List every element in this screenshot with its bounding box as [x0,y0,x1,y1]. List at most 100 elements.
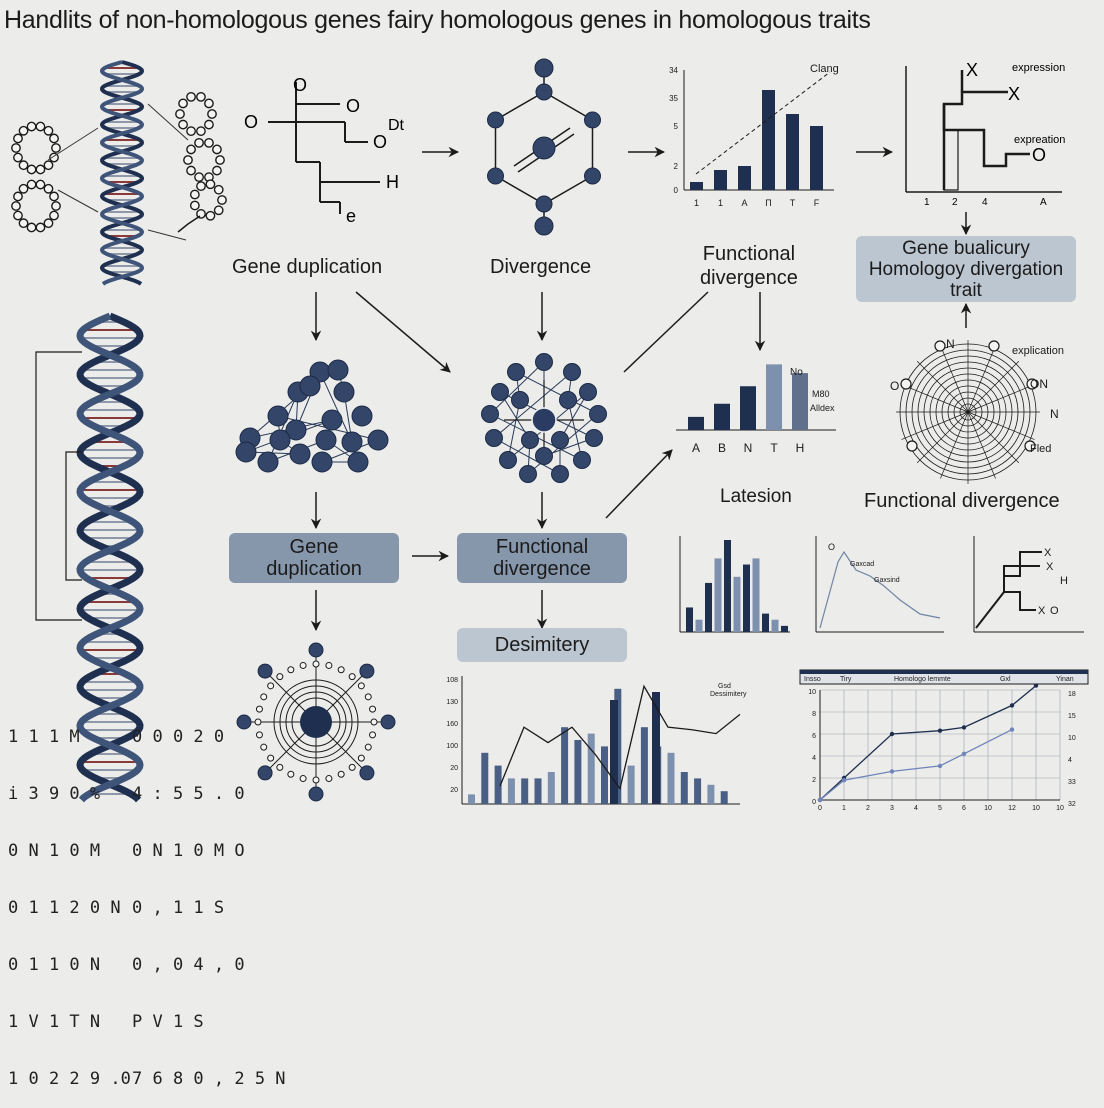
bar [724,540,731,632]
tree-xtick: A [1040,197,1047,208]
x-tick-label: 10 [1032,805,1040,812]
annotation-clang: Clang [810,63,839,75]
y-tick-label: 8 [812,711,816,718]
radial-spoke [901,384,969,413]
chain-bead [207,109,217,119]
chain-bead [217,195,227,205]
chain-bead [205,210,216,221]
atom-ball [583,111,601,129]
tree-branch [1003,565,1040,576]
atom-e: e [346,206,356,226]
y-tick-label: 34 [669,66,678,75]
cluster-bond [489,361,545,415]
orbit-bead [276,673,284,681]
series-point [889,731,895,737]
atom-ball [308,642,324,658]
bar [627,765,635,804]
atom-ball [285,419,307,441]
tree-mark-x2: X [1008,84,1020,104]
orbit-bead [299,661,307,669]
chain-bead [189,200,200,211]
box-gene-duplication: Gene duplication [229,533,399,583]
scatter-label: O [828,542,835,552]
series-point [817,797,823,803]
chain-bead [26,222,37,233]
chain-bead [35,121,46,132]
atom-ball [321,409,343,431]
radial-spoke [967,411,996,479]
x-tick-label: 3 [890,805,894,812]
tree-branch [1004,591,1036,611]
bar [738,166,751,190]
atom-ball [491,383,509,401]
tree-xtick: 2 [952,197,958,208]
atom-ball [341,431,363,453]
structural-formula [268,82,380,214]
series-line [819,685,1037,801]
bar [792,373,808,430]
radial-label: ON [1030,377,1048,391]
radial-spoke [940,411,969,479]
label-gene-duplication: Gene duplication [232,256,383,278]
table-header-band [800,670,1088,674]
x-tick-label: H [796,441,805,455]
chain-bead [194,172,204,183]
atom-ball [535,447,553,465]
connector-line [47,127,99,161]
orbit-bead [337,770,345,778]
atom-ball [485,429,503,447]
chain-bead [43,218,54,229]
series-point [961,751,967,756]
chain-bead [186,91,196,102]
atom-o1: O [293,75,307,95]
chain-bead [49,191,59,202]
orbit-bead [255,705,263,713]
bar [667,752,675,804]
table-header-cell: Gxl [1000,676,1011,683]
chain-bead [11,143,21,153]
box-homology-divergation: Gene bualicury Homologoy divergation tra… [856,236,1076,302]
x-tick-label: 1 [718,198,723,208]
chain-bead [186,144,196,155]
cluster-bond [499,391,531,441]
label-functional-divergence-right: Functional divergence [864,490,1060,512]
atom-ball [257,451,279,473]
atom-ball [585,429,603,447]
orbit-bead [260,743,268,751]
chain-bead [35,164,46,175]
series-point [889,769,895,774]
atom-ball [532,136,556,160]
chain-bead [26,164,37,175]
chain-bead [49,152,59,163]
bar [810,126,823,190]
atom-ball [579,383,597,401]
chain-bead [18,125,29,136]
expression-tree [905,66,1062,193]
bar [707,784,715,804]
radial-spoke [916,360,969,413]
dna-helix-bottom [76,312,144,803]
chain-bead [26,179,37,190]
chain-bead [178,119,188,130]
atom-ball [359,765,375,781]
atom-ball [534,58,554,78]
right-tick-label: 33 [1068,779,1076,786]
x-tick-label: 10 [1056,805,1064,812]
chain-bead [196,126,206,137]
bar-tall [610,700,618,804]
y-tick-label: 0 [674,186,679,195]
atom-ball [267,405,289,427]
bar [587,733,595,804]
y-tick-label: 6 [812,733,816,740]
tree-xtick: 1 [924,197,930,208]
series-point [1033,683,1039,688]
chain-bead [194,137,204,148]
series-point [937,763,943,769]
tree-label: O [1050,605,1059,617]
table-header-cell: Tiry [840,676,852,683]
radial-label: Fled [1030,443,1051,455]
tree-label: X [1046,561,1054,573]
tree-xtick: 4 [982,197,988,208]
cluster-bond [507,399,521,461]
orbit-bead [267,682,275,690]
